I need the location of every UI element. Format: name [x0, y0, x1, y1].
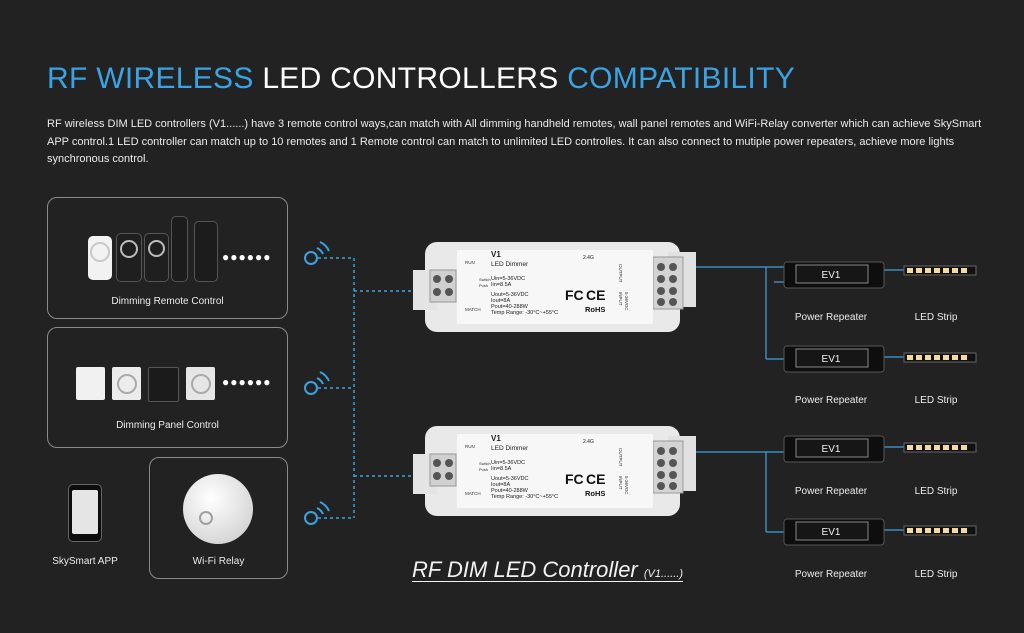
panel-control-label: Dimming Panel Control — [116, 420, 219, 431]
repeater-model-label: EV1 — [822, 444, 841, 455]
repeater-2: EV1 Power Repeater — [783, 345, 885, 406]
repeater-label: Power Repeater — [795, 569, 868, 580]
switch-label: Switch — [479, 277, 491, 282]
black-remote-icon-2 — [144, 233, 169, 282]
repeater-label: Power Repeater — [795, 395, 868, 406]
run-label: RUN — [465, 444, 475, 449]
black-panel-icon — [148, 367, 179, 402]
controller-model-label: V1 — [491, 434, 501, 443]
rohs-logo: RoHS — [585, 489, 605, 498]
uout-label: Uout=5-36VDC — [491, 476, 528, 482]
led-strip-3: LED Strip — [903, 442, 977, 497]
more-remotes-dots-icon: ●●●●●● — [222, 250, 272, 264]
touch-panel-icon — [186, 367, 215, 400]
iin-label: Iin=8.5A — [491, 282, 512, 288]
app-label: SkySmart APP — [52, 556, 118, 567]
panel-control-box — [47, 327, 288, 448]
rf-links — [318, 257, 413, 519]
wifi-signal-icon — [304, 371, 330, 395]
controller-1: V1 LED Dimmer RUN MATCH Switch Push Uin=… — [413, 242, 696, 332]
slim-remote-icon — [171, 216, 188, 282]
freq-label: 2.4G — [583, 255, 594, 261]
input-label: INPUT — [618, 292, 623, 306]
repeater-4: EV1 Power Repeater — [783, 518, 885, 580]
repeater-1: EV1 Power Repeater — [783, 261, 885, 323]
led-strip-label: LED Strip — [915, 395, 958, 406]
match-label: MATCH — [465, 307, 481, 312]
iout-label: Iout=8A — [491, 298, 510, 304]
temp-label: Temp Range: -30°C~+55°C — [491, 494, 558, 500]
pout-label: Pout=40-288W — [491, 488, 529, 494]
repeater-model-label: EV1 — [822, 270, 841, 281]
pout-label: Pout=40-288W — [491, 304, 529, 310]
match-label: MATCH — [465, 491, 481, 496]
remote-control-label: Dimming Remote Control — [111, 296, 224, 307]
output-wires — [685, 266, 905, 533]
fcc-logo: FC — [565, 471, 584, 487]
led-strip-label: LED Strip — [915, 312, 958, 323]
led-strip-1: LED Strip — [903, 265, 977, 323]
repeater-label: Power Repeater — [795, 486, 868, 497]
temp-label: Temp Range: -30°C~+55°C — [491, 310, 558, 316]
push-label: Push — [479, 467, 488, 472]
led-strip-label: LED Strip — [915, 486, 958, 497]
more-panels-dots-icon: ●●●●●● — [222, 375, 272, 389]
led-strip-4: LED Strip — [903, 525, 977, 580]
wifi-relay-icon — [183, 474, 253, 544]
input-voltage-label: 5-36VDC — [624, 292, 629, 311]
black-remote-icon — [116, 233, 142, 282]
input-label: INPUT — [618, 476, 623, 490]
wifi-signal-icon — [304, 501, 330, 525]
repeater-model-label: EV1 — [822, 527, 841, 538]
rotary-panel-icon — [112, 367, 141, 400]
wifi-relay-box — [149, 457, 288, 579]
controller-caption: RF DIM LED Controller (V1......) — [412, 557, 683, 582]
uin-label: Uin=5-36VDC — [491, 276, 525, 282]
ce-logo: CE — [586, 287, 605, 303]
uout-label: Uout=5-36VDC — [491, 292, 528, 298]
rohs-logo: RoHS — [585, 305, 605, 314]
iin-label: Iin=8.5A — [491, 466, 512, 472]
output-label: OUTPUT — [618, 264, 623, 283]
led-strip-2: LED Strip — [903, 352, 977, 406]
controller-name-label: LED Dimmer — [491, 261, 529, 268]
ce-logo: CE — [586, 471, 605, 487]
push-label: Push — [479, 283, 488, 288]
repeater-label: Power Repeater — [795, 312, 868, 323]
page-title: RF WIRELESS LED CONTROLLERS COMPATIBILIT… — [47, 62, 796, 95]
led-strip-label: LED Strip — [915, 569, 958, 580]
white-remote-icon — [88, 236, 112, 280]
uin-label: Uin=5-36VDC — [491, 460, 525, 466]
repeater-model-label: EV1 — [822, 354, 841, 365]
switch-label: Switch — [479, 461, 491, 466]
iout-label: Iout=8A — [491, 482, 510, 488]
controller-name-label: LED Dimmer — [491, 445, 529, 452]
run-label: RUN — [465, 260, 475, 265]
controller-model-label: V1 — [491, 250, 501, 259]
smartphone-icon — [68, 484, 102, 542]
output-label: OUTPUT — [618, 448, 623, 467]
relay-label: Wi-Fi Relay — [192, 556, 245, 567]
input-voltage-label: 5-36VDC — [624, 476, 629, 495]
wifi-signal-icon — [304, 241, 330, 265]
freq-label: 2.4G — [583, 439, 594, 445]
wide-remote-icon — [194, 221, 218, 282]
white-panel-icon — [76, 367, 105, 400]
repeater-3: EV1 Power Repeater — [783, 435, 885, 497]
remote-control-box — [47, 197, 288, 319]
intro-paragraph: RF wireless DIM LED controllers (V1.....… — [47, 118, 982, 165]
fcc-logo: FC — [565, 287, 584, 303]
controller-2: V1 LED Dimmer RUN MATCH Switch Push Uin=… — [413, 426, 696, 516]
